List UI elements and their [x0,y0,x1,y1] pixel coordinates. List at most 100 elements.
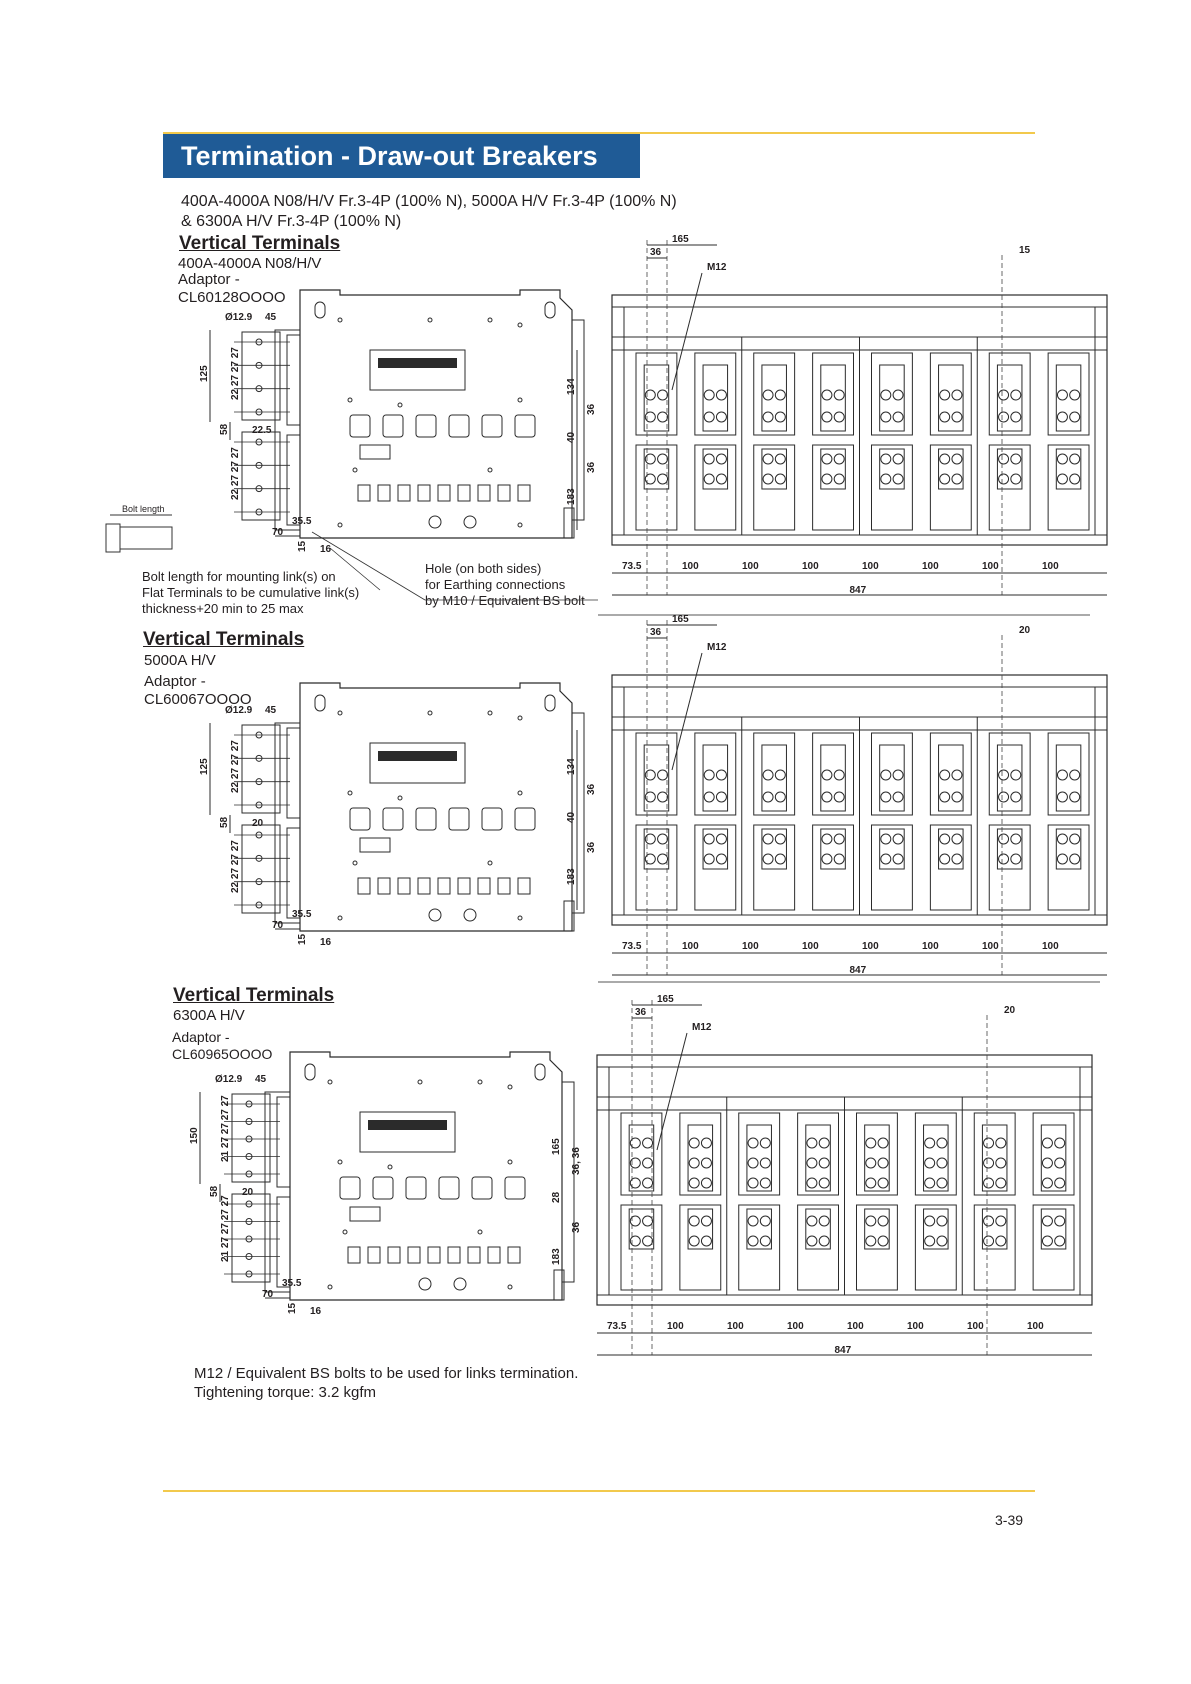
section-2-heading: Vertical Terminals [143,629,305,650]
terminal-lower [812,824,854,911]
bolt-hole [762,769,774,781]
bolt-hole [1054,1137,1066,1149]
bolt-hole [865,1137,877,1149]
dim-pitch: 100 [982,561,999,572]
bolt-hole [657,791,669,803]
bolt-hole [629,1157,641,1169]
link-bolt [255,461,263,469]
dim-total: 847 [835,1345,852,1356]
bolt-hole [1041,1137,1053,1149]
section-3-heading: Vertical Terminals [173,985,335,1006]
bolt-hole [818,1215,830,1227]
dim-right-top: 20 [1019,625,1031,636]
dim-v-lower: 183 [566,868,577,885]
bolt-leader [671,652,703,771]
bolt-hole [1069,453,1081,465]
link-bolt [245,1218,253,1225]
bolt-hole [747,1177,759,1189]
section-1-adaptor-code: CL60128OOOO [178,289,286,306]
bolt-hole [995,1137,1007,1149]
bolt-hole [951,853,963,865]
bolt-hole [700,1137,712,1149]
terminal-column [274,722,301,924]
footer-note-line-1: M12 / Equivalent BS bolts to be used for… [194,1365,579,1382]
link-bolt [255,831,263,839]
terminal-lower [914,1204,957,1291]
bolt-hole [1041,1235,1053,1247]
bolt-hole [998,769,1010,781]
dim-first: 73.5 [622,561,642,572]
link-bolt [255,801,263,809]
bolt-hole [939,453,951,465]
aux-terminal [367,1246,381,1264]
bolt-hole [880,769,892,781]
bolt-hole [688,1157,700,1169]
bolt-hole [924,1177,936,1189]
bolt-hole [1056,453,1068,465]
bolt-hole [1069,769,1081,781]
dim-pitch-lower: 21 27 27 27 27 [220,1195,231,1262]
control-button [349,414,371,438]
bolt-hole [995,1235,1007,1247]
dim-bolt-dia: Ø12.9 [225,312,253,323]
fixing-hole [397,402,403,408]
bolt-hole [657,389,669,401]
aux-terminal [507,1246,521,1264]
terminal-lower [620,1204,663,1291]
bolt-hole [657,473,669,485]
dim-70: 70 [262,1289,274,1300]
bolt-hole [821,791,833,803]
rear-panel [571,319,585,521]
terminal-lower [1032,1204,1075,1291]
fixing-hole [352,467,358,473]
bolt-hole [833,833,845,845]
dim-v-upper: 134 [566,378,577,395]
link-bolt [245,1153,253,1160]
bolt-hole [818,1177,830,1189]
fixing-hole [487,467,493,473]
bolt-hole [644,769,656,781]
dim-pitch: 100 [982,941,999,952]
terminal-lower [929,824,972,911]
bolt-hole [700,1177,712,1189]
bolt-hole [892,411,904,423]
fixing-hole [417,1079,423,1085]
link-stack [231,1093,271,1183]
aux-terminal [497,484,511,502]
bolt-hole [983,1177,995,1189]
terminal-upper-pad [820,364,846,432]
bolt-hole [703,833,715,845]
aux-terminal [357,484,371,502]
bolt-hole [657,453,669,465]
section-3-rating: 6300A H/V [173,1007,245,1024]
bolt-hole [1056,389,1068,401]
bolt-hole [642,1215,654,1227]
dim-pitch: 100 [907,1321,924,1332]
terminal-lower-pad [996,828,1023,870]
terminal-upper [929,732,972,816]
link-bolt [255,731,263,739]
terminal-upper [1047,732,1090,816]
terminal-upper [753,732,796,816]
dim-pitch: 100 [682,941,699,952]
page-number: 3-39 [995,1512,1024,1528]
slot-right [544,694,556,712]
terminal-lower [812,444,854,531]
frame-outer [611,674,1108,926]
terminal-upper [635,352,678,436]
dim-35-5: 35.5 [292,516,312,527]
section-2-rating: 5000A H/V [144,652,216,669]
terminal-upper-pad [761,364,787,432]
bolt-hole [821,389,833,401]
intro-line-2: & 6300A H/V Fr.3-4P (100% N) [181,213,402,230]
bolt-note-line-3: thickness+20 min to 25 max [142,601,304,616]
slot-left [314,301,326,319]
dim-pitch: 100 [667,1321,684,1332]
terminal-lower-pad [879,828,905,870]
bolt-hole [1056,853,1068,865]
bolt-hole [644,833,656,845]
bolt-hole [700,1157,712,1169]
dim-total: 847 [850,585,867,596]
dim-165: 165 [657,994,674,1005]
bolt-hole [657,833,669,845]
